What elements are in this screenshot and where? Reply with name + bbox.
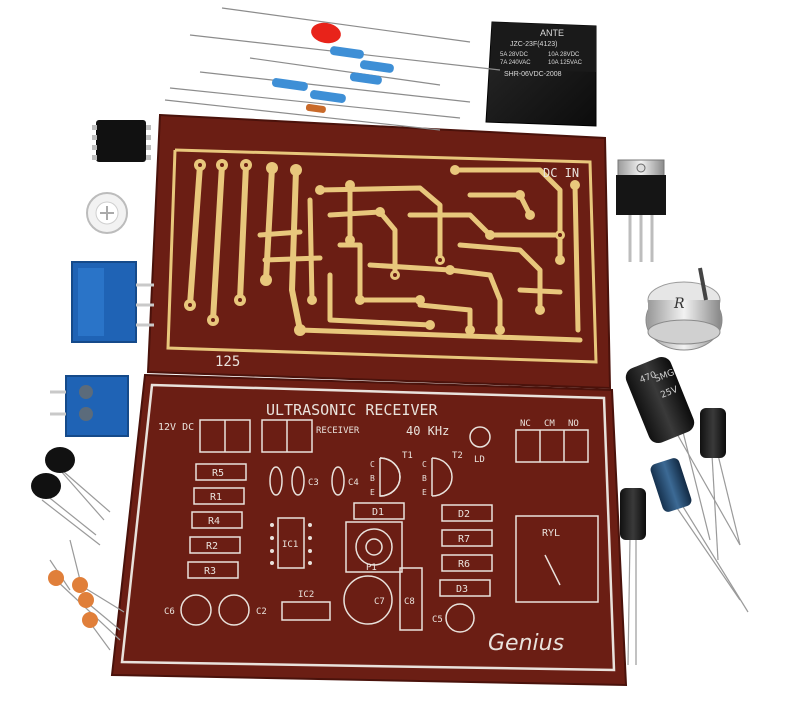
resistor-r2-label: R2 (206, 541, 218, 552)
voltage-regulator (616, 159, 666, 262)
pcb-power-label: 12V DC (158, 422, 194, 433)
capacitor-c6-label: C6 (164, 607, 175, 617)
led-footprint (469, 426, 491, 448)
diode-d3-label: D3 (456, 584, 468, 595)
pcb-copper-side: DC IN 125 (146, 113, 612, 390)
pcb-title: ULTRASONIC RECEIVER (266, 401, 439, 419)
t1-pin-c: C (370, 460, 375, 469)
terminal-block-3pin (71, 261, 154, 343)
t2-pin-b: B (422, 474, 427, 483)
capacitor-c8-label: C8 (404, 597, 415, 607)
relay-brand: ANTE (540, 28, 564, 38)
diode-footprints (353, 502, 493, 597)
loose-components-right: R 470 SMG 25V (616, 159, 749, 666)
diode-d1-label: D1 (372, 507, 384, 518)
transistors-to92 (31, 447, 111, 546)
resistor-r5-label: R5 (212, 468, 224, 479)
ic2-label: IC2 (298, 590, 314, 600)
pcb-dc-in-label: DC IN (543, 166, 579, 180)
pcb-component-side: ULTRASONIC RECEIVER RECEIVER 40 KHz 12V … (110, 373, 628, 687)
led-label: LD (474, 455, 485, 465)
ultrasonic-sensor: R (645, 267, 723, 351)
ceramic-capacitors (48, 539, 125, 651)
terminal-block-2pin (50, 375, 129, 437)
t1-pin-b: B (370, 474, 375, 483)
capacitor-c7-label: C7 (374, 597, 385, 607)
pcb-number-label: 125 (215, 354, 240, 370)
relay-component: ANTE JZC-23F(4123) 5A 28VDC 7A 240VAC 10… (485, 21, 597, 127)
capacitor-c5-label: C5 (432, 615, 443, 625)
resistor-r4-label: R4 (208, 516, 220, 527)
ic-chip (92, 120, 151, 162)
p1-footprint (345, 521, 403, 573)
relay-model: JZC-23F(4123) (510, 41, 557, 48)
relay-part-number: SHR-06VDC-2008 (504, 71, 562, 78)
capacitor-c4-label: C4 (348, 478, 359, 488)
electrolytic-capacitor-small-1 (700, 408, 741, 561)
pcb-frequency: 40 KHz (406, 424, 449, 438)
capacitor-footprints-ceramic (269, 466, 345, 496)
electrolytic-footprints (180, 567, 475, 633)
pcb-subtitle: RECEIVER (316, 426, 360, 436)
transistor-t1-label: T1 (402, 451, 413, 461)
terminal-nc: NC (520, 419, 531, 429)
diode-glass (305, 104, 326, 113)
relay-spec-4: 10A 125VAC (548, 60, 583, 66)
resistor-blue-5 (309, 90, 346, 103)
terminal-cm: CM (544, 419, 555, 429)
trimmer-pot (86, 192, 128, 234)
p1-label: P1 (366, 563, 377, 573)
led-red (311, 22, 341, 44)
electrolytic-capacitor-small-2 (620, 488, 646, 666)
transistor-t2-label: T2 (452, 451, 463, 461)
resistor-r7-label: R7 (458, 534, 470, 545)
relay-terminal-footprint (515, 429, 589, 463)
terminal-no: NO (568, 419, 579, 429)
brand-logo: Genius (488, 631, 564, 656)
ic1-footprint (270, 517, 312, 569)
transistor-footprints (379, 457, 453, 497)
electrolytic-capacitor-blue (650, 458, 749, 613)
resistor-blue-2 (359, 60, 394, 73)
ic1-label: IC1 (282, 540, 298, 550)
capacitor-c2-label: C2 (256, 607, 267, 617)
t2-pin-e: E (422, 488, 427, 497)
relay-footprint-label: RYL (542, 528, 560, 539)
resistor-footprints-right (441, 529, 493, 572)
resistor-blue-4 (271, 78, 308, 91)
resistor-r1-label: R1 (210, 492, 222, 503)
resistor-r6-label: R6 (458, 559, 470, 570)
diode-d2-label: D2 (458, 509, 470, 520)
resistor-blue-1 (329, 46, 364, 59)
resistor-blue-3 (349, 72, 382, 85)
t1-pin-e: E (370, 488, 375, 497)
loose-components-left (31, 120, 154, 651)
power-connector-footprint (199, 419, 313, 453)
capacitor-c3-label: C3 (308, 478, 319, 488)
resistor-footprints-left (187, 463, 247, 579)
loose-components-top (164, 7, 501, 131)
svg-text:R: R (673, 296, 685, 312)
t2-pin-c: C (422, 460, 427, 469)
relay-footprint (515, 515, 599, 603)
resistor-r3-label: R3 (204, 566, 216, 577)
relay-spec-1: 5A 28VDC (500, 52, 529, 58)
relay-spec-3: 10A 28VDC (548, 52, 580, 58)
relay-spec-2: 7A 240VAC (500, 60, 531, 66)
electrolytic-capacitor-large: 470 SMG 25V (625, 356, 741, 546)
